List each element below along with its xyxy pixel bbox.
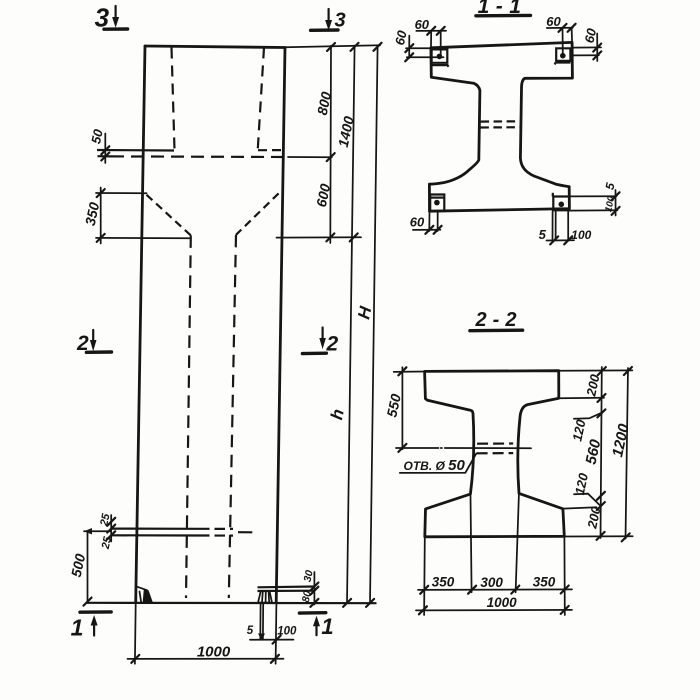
svg-text:2: 2 — [76, 332, 89, 355]
svg-text:200: 200 — [584, 505, 604, 531]
svg-text:60: 60 — [415, 17, 430, 32]
svg-text:60: 60 — [546, 14, 561, 29]
svg-text:1: 1 — [321, 614, 333, 639]
svg-text:3: 3 — [334, 10, 345, 32]
svg-text:30: 30 — [302, 569, 316, 583]
svg-text:800: 800 — [314, 90, 335, 116]
svg-text:560: 560 — [583, 437, 605, 466]
svg-text:2-2: 2-2 — [475, 309, 523, 331]
svg-text:1-1: 1-1 — [478, 0, 528, 18]
svg-text:1400: 1400 — [335, 115, 357, 149]
svg-text:1: 1 — [71, 615, 84, 641]
svg-text:60: 60 — [582, 26, 600, 44]
svg-text:60: 60 — [410, 215, 425, 230]
svg-text:300: 300 — [480, 575, 503, 590]
svg-text:25: 25 — [98, 512, 113, 528]
svg-text:50: 50 — [88, 127, 106, 145]
svg-text:5: 5 — [539, 227, 547, 242]
svg-text:h: h — [327, 407, 348, 421]
svg-text:H: H — [354, 304, 375, 321]
svg-text:350: 350 — [82, 201, 103, 227]
svg-text:100: 100 — [571, 228, 591, 242]
svg-text:550: 550 — [383, 392, 404, 418]
svg-text:120: 120 — [569, 418, 588, 443]
svg-text:350: 350 — [533, 575, 556, 590]
svg-text:120: 120 — [572, 471, 591, 496]
svg-text:3: 3 — [95, 3, 110, 33]
svg-text:25: 25 — [100, 535, 115, 551]
svg-text:5: 5 — [247, 625, 254, 637]
svg-text:5: 5 — [602, 181, 617, 191]
svg-text:100: 100 — [603, 195, 617, 213]
svg-text:1000: 1000 — [487, 595, 518, 610]
svg-text:ОТВ. Ø 50: ОТВ. Ø 50 — [404, 457, 466, 474]
svg-text:60: 60 — [392, 28, 410, 46]
svg-text:350: 350 — [432, 575, 455, 590]
svg-text:200: 200 — [583, 372, 603, 398]
svg-text:500: 500 — [68, 552, 89, 578]
svg-text:2: 2 — [325, 333, 338, 356]
svg-text:600: 600 — [313, 182, 334, 208]
svg-text:1200: 1200 — [609, 422, 633, 459]
svg-text:100: 100 — [277, 626, 297, 638]
svg-text:1000: 1000 — [197, 644, 231, 661]
svg-text:80: 80 — [300, 590, 314, 604]
